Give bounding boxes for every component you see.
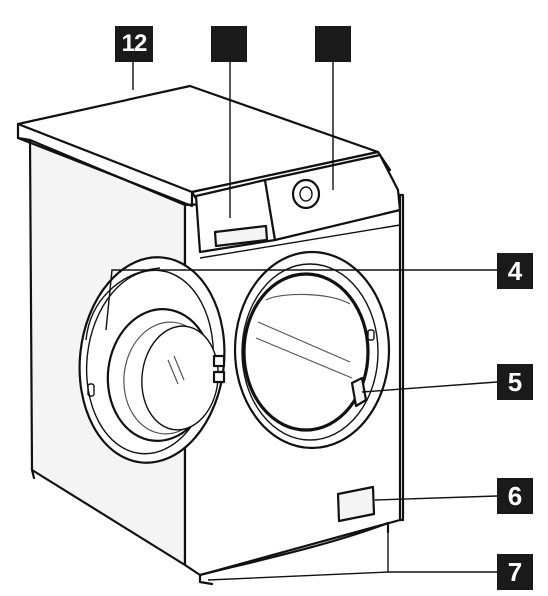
callout-6: 6	[497, 478, 533, 514]
pump-filter-flap	[338, 487, 374, 521]
programme-knob	[293, 180, 319, 208]
callout-2	[211, 26, 247, 62]
drum-opening	[244, 274, 368, 430]
callout-7: 7	[497, 554, 533, 590]
callout-12: 12	[115, 26, 153, 62]
callout-5: 5	[497, 364, 533, 400]
callout-3	[315, 26, 351, 62]
door-hinge-upper	[214, 356, 224, 366]
callout-4: 4	[497, 253, 533, 289]
door-hinge-lower	[214, 372, 224, 382]
